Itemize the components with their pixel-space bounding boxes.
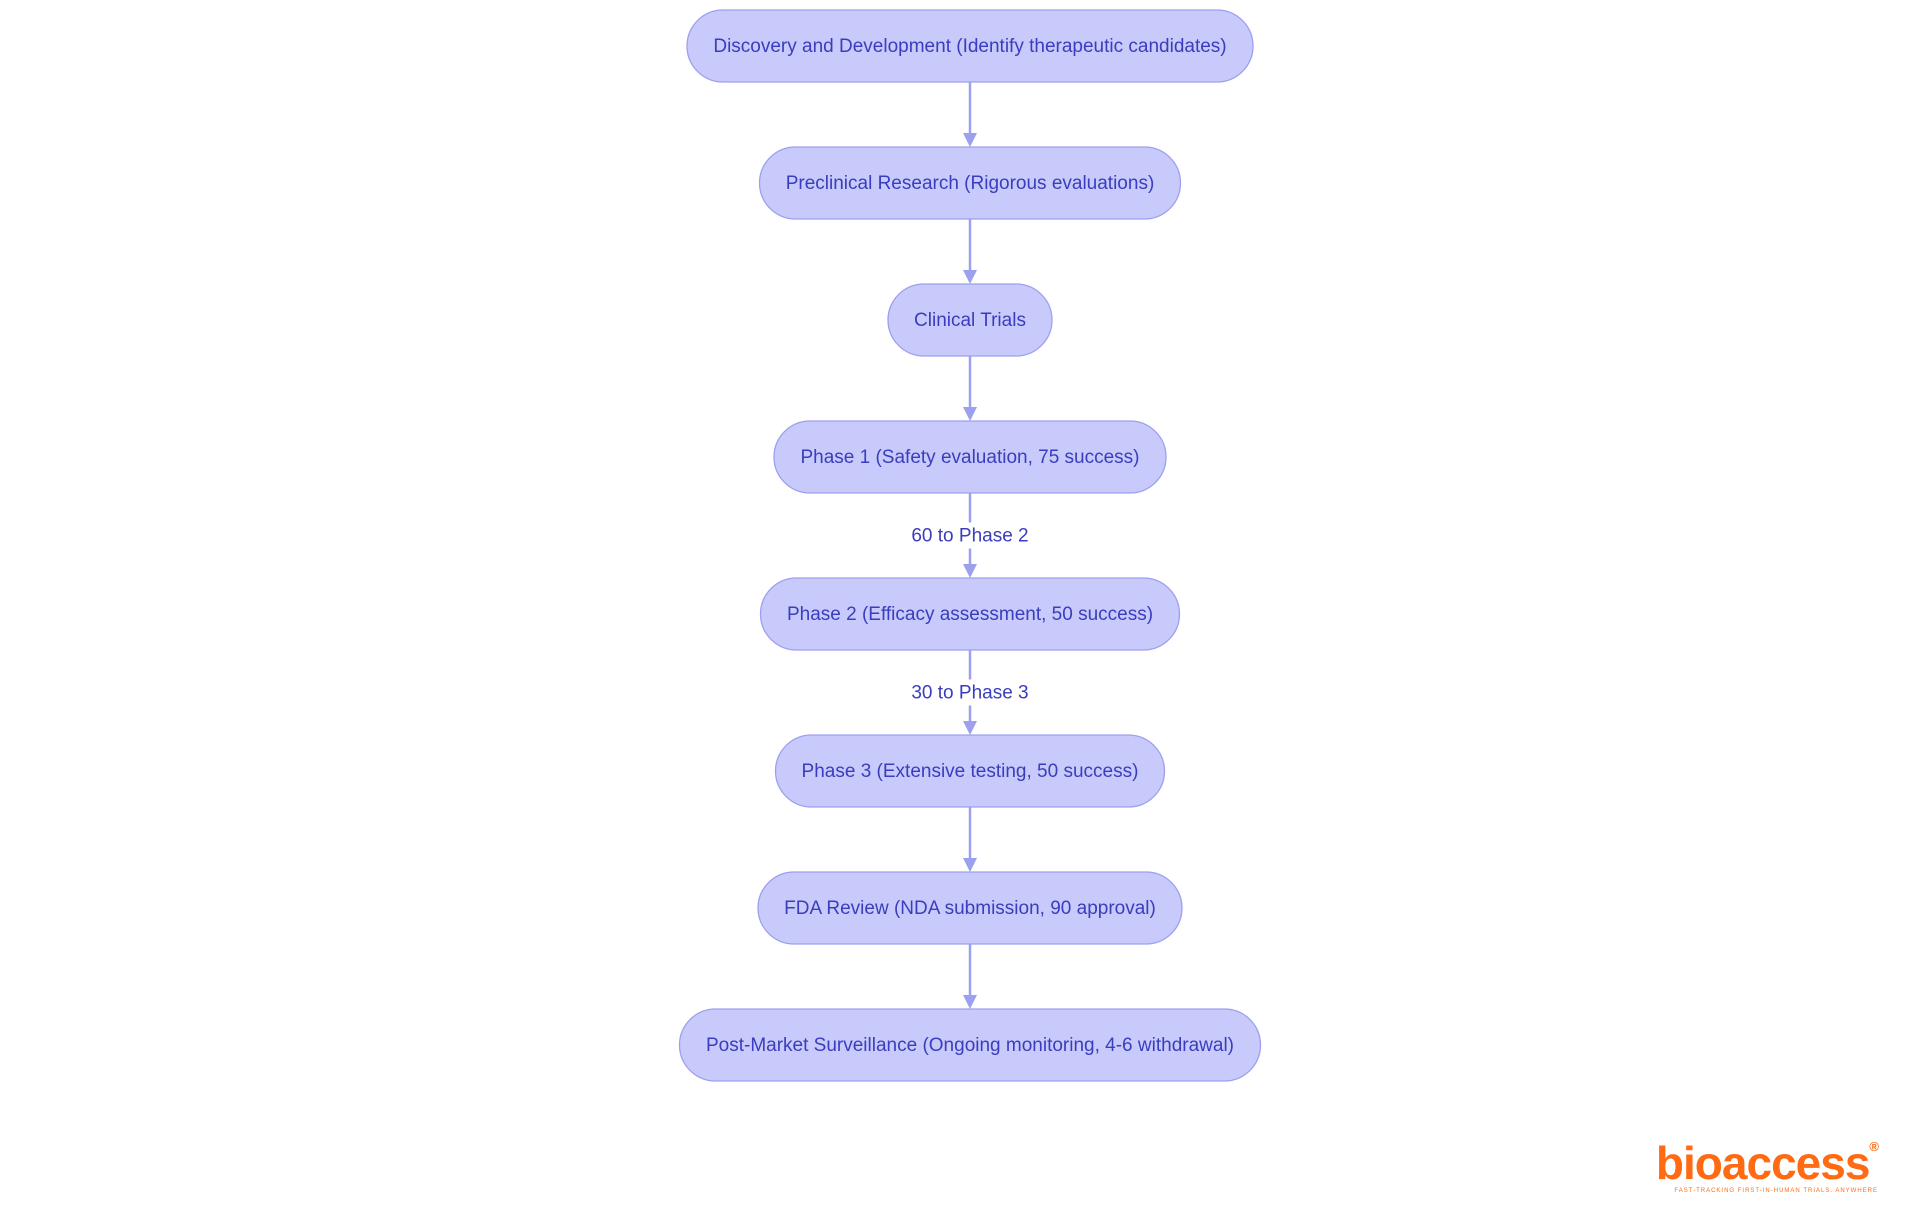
edge-label-background bbox=[909, 522, 1031, 549]
flow-node-discovery-and-development: Discovery and Development (Identify ther… bbox=[686, 9, 1254, 83]
node-label: Discovery and Development (Identify ther… bbox=[713, 36, 1226, 57]
arrowhead-icon bbox=[963, 995, 977, 1009]
arrowhead-icon bbox=[963, 407, 977, 421]
flow-node-fda-review: FDA Review (NDA submission, 90 approval) bbox=[757, 871, 1183, 945]
edge-label-background bbox=[909, 679, 1031, 706]
flow-edge: 30 to Phase 3 bbox=[909, 650, 1031, 735]
flow-node-post-market-surveillance: Post-Market Surveillance (Ongoing monito… bbox=[678, 1008, 1262, 1082]
logo-word: bioaccess bbox=[1655, 1137, 1870, 1189]
node-shape bbox=[758, 146, 1182, 220]
edges-layer: 60 to Phase 2 30 to Phase 3 bbox=[909, 82, 1031, 1009]
node-shape bbox=[686, 9, 1254, 83]
node-label: Clinical Trials bbox=[914, 310, 1026, 331]
node-shape bbox=[773, 420, 1167, 494]
arrowhead-icon bbox=[963, 564, 977, 578]
flow-node-clinical-trials: Clinical Trials bbox=[887, 283, 1053, 357]
arrowhead-icon bbox=[963, 133, 977, 147]
node-shape bbox=[774, 734, 1166, 808]
node-label: Phase 1 (Safety evaluation, 75 success) bbox=[800, 447, 1139, 468]
node-shape bbox=[757, 871, 1183, 945]
flow-node-preclinical-research: Preclinical Research (Rigorous evaluatio… bbox=[758, 146, 1182, 220]
flow-edge bbox=[963, 82, 977, 147]
node-shape bbox=[759, 577, 1181, 651]
node-shape bbox=[678, 1008, 1262, 1082]
flow-edge bbox=[963, 944, 977, 1009]
arrowhead-icon bbox=[963, 721, 977, 735]
flow-node-phase-1: Phase 1 (Safety evaluation, 75 success) bbox=[773, 420, 1167, 494]
flow-node-phase-2: Phase 2 (Efficacy assessment, 50 success… bbox=[759, 577, 1181, 651]
node-label: Phase 2 (Efficacy assessment, 50 success… bbox=[787, 604, 1153, 625]
node-label: FDA Review (NDA submission, 90 approval) bbox=[784, 898, 1156, 919]
bioaccess-logo: bioaccess® FAST-TRACKING FIRST-IN-HUMAN … bbox=[1655, 1137, 1879, 1194]
edge-label: 30 to Phase 3 bbox=[911, 683, 1028, 704]
arrowhead-icon bbox=[963, 270, 977, 284]
flow-edge: 60 to Phase 2 bbox=[909, 493, 1031, 578]
node-label: Phase 3 (Extensive testing, 50 success) bbox=[802, 761, 1139, 782]
flow-edge bbox=[963, 356, 977, 421]
node-label: Preclinical Research (Rigorous evaluatio… bbox=[786, 173, 1155, 194]
flow-node-phase-3: Phase 3 (Extensive testing, 50 success) bbox=[774, 734, 1166, 808]
logo-wordmark: bioaccess® bbox=[1655, 1137, 1879, 1189]
logo-registered-mark: ® bbox=[1869, 1139, 1879, 1154]
flow-edge bbox=[963, 219, 977, 284]
node-label: Post-Market Surveillance (Ongoing monito… bbox=[706, 1035, 1234, 1056]
nodes-layer: Discovery and Development (Identify ther… bbox=[678, 9, 1262, 1082]
edge-label: 60 to Phase 2 bbox=[911, 526, 1028, 547]
node-shape bbox=[887, 283, 1053, 357]
flow-edge bbox=[963, 807, 977, 872]
arrowhead-icon bbox=[963, 858, 977, 872]
logo-tagline: FAST-TRACKING FIRST-IN-HUMAN TRIALS. ANY… bbox=[1674, 1188, 1878, 1194]
